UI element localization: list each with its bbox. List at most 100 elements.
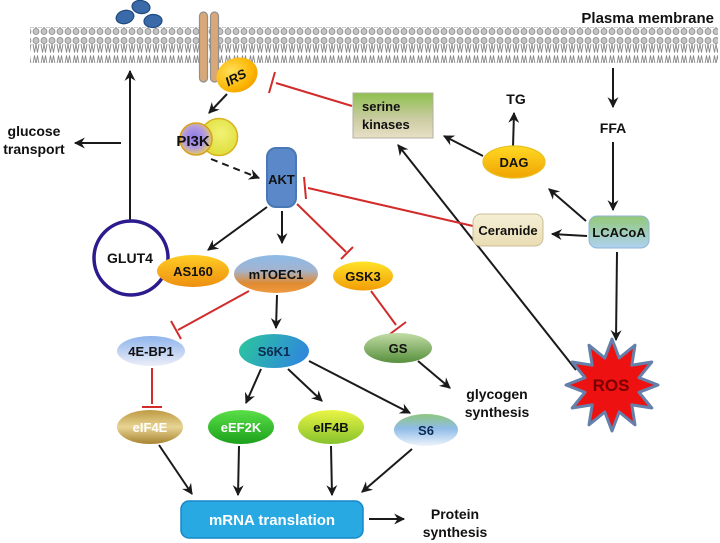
node-irs: IRS — [216, 57, 258, 93]
lipid-bilayer — [30, 27, 718, 63]
ceramide-shape — [472, 213, 544, 247]
arrow-s6k1-to-eef2k — [244, 368, 262, 405]
serine-kinases-label-2: kinases — [362, 117, 410, 132]
arrow-akt-to-as160 — [207, 206, 268, 251]
tg-label: TG — [506, 91, 526, 107]
as160-shape — [157, 255, 229, 287]
eif4e-label: eIF4E — [133, 420, 168, 435]
arrow-mtoec1-to-s6k1 — [270, 294, 282, 330]
node-glut4: GLUT4 — [92, 219, 170, 297]
inhibition-lines — [142, 71, 474, 408]
arrow-ros-to-serine-kinases — [397, 144, 577, 371]
protein-synthesis-label-2: synthesis — [423, 524, 488, 540]
arrow-lcacoa-to-ros — [610, 251, 622, 342]
arrow-eif4b-to-mrna — [326, 445, 338, 497]
arrow-s6k1-to-eif4b — [287, 368, 323, 402]
inhibit-akt-to-gsk3 — [296, 203, 354, 260]
inhibit-4ebp1-to-eif4e — [142, 368, 162, 408]
s6k1-label: S6K1 — [258, 344, 291, 359]
plasma-membrane: Plasma membrane — [30, 10, 718, 63]
arrow-dag-to-tg — [508, 111, 520, 148]
ros-label: ROS — [593, 376, 630, 395]
glucose-transport-label-2: transport — [3, 141, 65, 157]
node-s6k1: S6K1 — [239, 334, 309, 368]
protein-synthesis-label-1: Protein — [431, 506, 479, 522]
serine-kinases-label-1: serine — [362, 99, 400, 114]
node-gs: GS — [364, 333, 432, 363]
pi3k-shape-left — [179, 122, 213, 156]
s6-shape — [394, 414, 458, 446]
irs-shape — [216, 57, 258, 93]
mtoec1-shape — [234, 255, 318, 293]
glucose-molecules-icon — [115, 0, 163, 29]
arrow-s6k1-to-s6 — [308, 360, 411, 414]
node-s6: S6 — [394, 414, 458, 446]
arrow-lcacoa-to-dag — [548, 188, 587, 222]
node-eif4b: eIF4B — [298, 410, 364, 444]
node-ros: ROS — [564, 337, 660, 433]
node-4ebp1: 4E-BP1 — [117, 336, 185, 366]
arrow-pi3k-to-akt-dashed — [210, 158, 261, 180]
s6k1-shape — [239, 334, 309, 368]
eef2k-shape — [208, 410, 274, 444]
dag-shape — [482, 145, 546, 179]
ros-starburst-shape — [564, 337, 660, 433]
inhibit-mtoec1-to-4ebp1 — [170, 290, 250, 340]
dag-label: DAG — [500, 155, 529, 170]
glycogen-synthesis-label-1: glycogen — [466, 386, 527, 402]
lcacoa-shape — [588, 215, 650, 249]
node-mrna-translation: mRNA translation — [180, 500, 364, 539]
gsk3-label: GSK3 — [345, 269, 380, 284]
eef2k-label: eEF2K — [221, 420, 262, 435]
ceramide-label: Ceramide — [478, 223, 537, 238]
eif4e-shape — [117, 410, 183, 444]
inhibit-gsk3-to-gs — [370, 290, 407, 335]
inhibit-ceramide-to-akt — [303, 176, 474, 227]
gs-shape — [364, 333, 432, 363]
mrna-translation-label: mRNA translation — [209, 512, 335, 529]
node-pi3k: PI3K — [176, 117, 239, 157]
arrow-dag-to-serine-kinases — [443, 135, 484, 157]
glycogen-synthesis-label-2: synthesis — [465, 404, 530, 420]
mtoec1-label: mTOEC1 — [249, 267, 304, 282]
gsk3-shape — [333, 261, 393, 291]
4ebp1-label: 4E-BP1 — [128, 344, 174, 359]
text-labels: glucose transport TG FFA glycogen synthe… — [3, 91, 626, 540]
eif4b-label: eIF4B — [313, 420, 348, 435]
arrow-lcacoa-to-ceramide — [550, 229, 588, 241]
activation-arrows — [73, 68, 622, 525]
insulin-receptor-icon — [198, 11, 220, 83]
node-dag: DAG — [482, 145, 546, 179]
glucose-transport-label-1: glucose — [8, 123, 61, 139]
node-mtoec1: mTOEC1 — [234, 255, 318, 293]
ffa-label: FFA — [600, 120, 626, 136]
node-lcacoa: LCACoA — [588, 215, 650, 249]
as160-label: AS160 — [173, 264, 213, 279]
node-gsk3: GSK3 — [333, 261, 393, 291]
node-eif4e: eIF4E — [117, 410, 183, 444]
arrow-gs-to-glycogen-synthesis — [417, 360, 451, 389]
s6-label: S6 — [418, 423, 434, 438]
lcacoa-label: LCACoA — [592, 225, 646, 240]
mrna-translation-shape — [180, 500, 364, 539]
node-eef2k: eEF2K — [208, 410, 274, 444]
4ebp1-shape — [117, 336, 185, 366]
arrow-irs-to-pi3k — [208, 93, 228, 114]
inhibit-serine-kinases-to-irs — [268, 71, 353, 107]
eif4b-shape — [298, 410, 364, 444]
glut4-label: GLUT4 — [107, 250, 153, 266]
plasma-membrane-label: Plasma membrane — [581, 10, 714, 27]
node-serine-kinases: serine kinases — [352, 92, 434, 139]
node-ceramide: Ceramide — [472, 213, 544, 247]
akt-shape — [266, 147, 297, 208]
node-as160: AS160 — [157, 255, 229, 287]
node-akt: AKT — [266, 147, 297, 208]
serine-kinases-shape — [352, 92, 434, 139]
akt-label: AKT — [268, 172, 295, 187]
glut4-shape — [92, 219, 170, 297]
pi3k-label: PI3K — [176, 133, 210, 150]
arrow-eef2k-to-mrna — [232, 445, 244, 497]
arrow-s6-to-mrna — [361, 448, 413, 493]
